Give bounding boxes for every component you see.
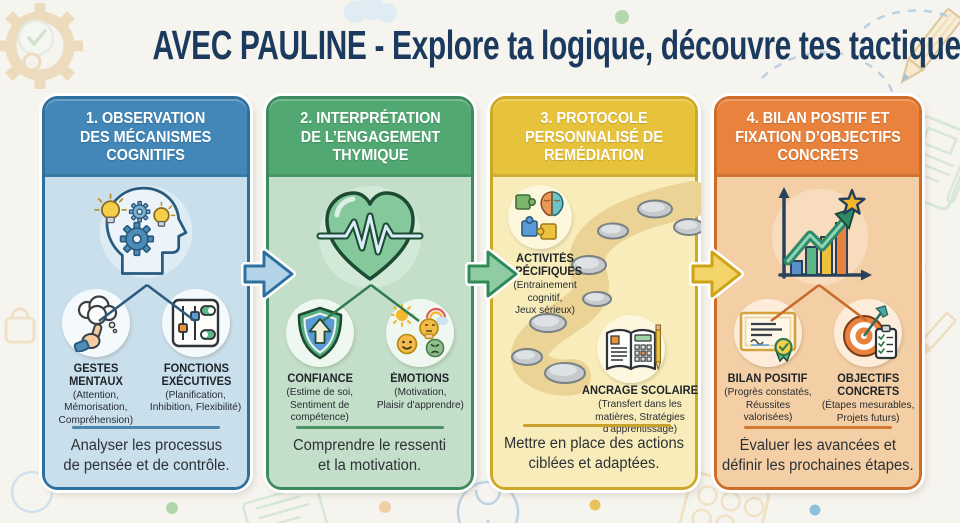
panel1-item-gestes: GESTES MENTAUX (Attention, Mémorisation,…: [47, 288, 145, 427]
tan-dot: [379, 501, 391, 513]
panel4-item1-title: BILAN POSITIF: [728, 373, 808, 385]
panel-protocole: 3. PROTOCOLE PERSONNALISÉ DE REMÉDIATION: [490, 96, 701, 490]
panel2-item-confiance: CONFIANCE (Estime de soi, Sentiment de c…: [271, 299, 369, 424]
cloud-doodle: [344, 0, 397, 23]
thought-cloud-hand-icon: [62, 288, 130, 357]
thought-cloud-hand-glyph: [73, 295, 118, 352]
panel2-divider: [296, 426, 444, 429]
puzzle-brain-glyph: [515, 191, 564, 240]
panel2-item1-detail: (Estime de soi, Sentiment de compétence): [286, 386, 354, 423]
notepad-doodle: [242, 483, 330, 523]
head-gears-lightbulbs-icon: [94, 185, 193, 279]
blue-dot: [809, 504, 821, 516]
panel4-sub-row: BILAN POSITIF (Progrès constatés, Réussi…: [717, 299, 919, 424]
padlock-doodle: [4, 307, 36, 344]
sliders-icon: [162, 288, 230, 357]
panel2-body: CONFIANCE (Estime de soi, Sentiment de c…: [269, 177, 471, 487]
panel-interpretation: 2. INTERPRÉTATION DE L’ENGAGEMENT THYMIQ…: [266, 96, 474, 490]
panel4-item1-detail: (Progrès constatés, Réussites valorisées…: [724, 386, 812, 423]
panel1-sub-row: GESTES MENTAUX (Attention, Mémorisation,…: [45, 288, 247, 427]
certificate-medal-icon: [734, 299, 802, 367]
panel3-item2-detail: (Transfert dans les matières, Stratégies…: [595, 398, 685, 435]
pencil-doodle: [900, 8, 960, 85]
panel2-item2-title: ÉMOTIONS: [390, 373, 450, 385]
target-checklist-icon: [834, 299, 902, 367]
arrow-step3-to-step4-icon: [689, 248, 744, 300]
panel-observation: 1. OBSERVATION DES MÉCANISMES COGNITIFS: [42, 96, 250, 490]
panel2-sub-row: CONFIANCE (Estime de soi, Sentiment de c…: [269, 299, 471, 424]
emotion-faces-icon: [386, 299, 454, 367]
book-calculator-icon: [597, 315, 665, 383]
panel4-divider: [744, 426, 892, 429]
circle-doodle: [10, 470, 54, 514]
gold-dot: [589, 499, 601, 511]
panel3-header: 3. PROTOCOLE PERSONNALISÉ DE REMÉDIATION: [493, 99, 695, 177]
emotion-faces-glyph: [391, 304, 449, 358]
panel3-header-label: 3. PROTOCOLE PERSONNALISÉ DE REMÉDIATION: [525, 110, 663, 165]
panel3-summary: Mettre en place des actions ciblées et a…: [503, 435, 685, 472]
panel4-item2-title: OBJECTIFS CONCRETS: [837, 373, 899, 398]
heart-pulse-icon: [316, 186, 424, 288]
panel1-item2-detail: (Planification, Inhibition, Flexibilité): [150, 388, 242, 414]
panel1-item1-title: GESTES MENTAUX: [69, 362, 123, 388]
panel1-body: GESTES MENTAUX (Attention, Mémorisation,…: [45, 177, 247, 487]
panel2-summary: Comprendre le ressenti et la motivation.: [293, 437, 447, 474]
sliders-glyph: [171, 298, 220, 347]
panel4-header: 4. BILAN POSITIF ET FIXATION D’OBJECTIFS…: [717, 99, 919, 177]
book-calculator-glyph: [605, 324, 661, 371]
panel1-summary: Analyser les processus de pensée et de c…: [62, 437, 230, 474]
panel1-divider: [72, 426, 220, 429]
panel2-header-label: 2. INTERPRÉTATION DE L’ENGAGEMENT THYMIQ…: [299, 110, 441, 165]
panel3-body: ACTIVITÉS SPÉCIFIQUES (Entrainement cogn…: [493, 177, 701, 487]
panel3-item1-detail: (Entrainement cognitif, Jeux sérieux): [513, 279, 577, 316]
panel1-header: 1. OBSERVATION DES MÉCANISMES COGNITIFS: [45, 99, 247, 177]
green-dot-2: [166, 502, 178, 514]
panel1-item2-title: FONCTIONS EXÉCUTIVES: [161, 362, 231, 388]
panel2-item-emotions: ÉMOTIONS (Motivation, Plaisir d'apprendr…: [371, 299, 469, 424]
panel1-item1-detail: (Attention, Mémorisation, Compréhension): [58, 388, 134, 426]
panel3-item2-title: ANCRAGE SCOLAIRE: [582, 385, 698, 397]
panel4-item-bilan: BILAN POSITIF (Progrès constatés, Réussi…: [719, 299, 817, 424]
panel3-item-ancrage: ANCRAGE SCOLAIRE (Transfert dans les mat…: [579, 385, 701, 436]
shield-arrow-glyph: [297, 306, 343, 360]
target-checklist-glyph: [843, 305, 898, 360]
panel3-item-activites: ACTIVITÉS SPÉCIFIQUES (Entrainement cogn…: [493, 253, 597, 317]
stepping-stones-path-icon: [511, 181, 701, 396]
arrow-step2-to-step3-icon: [465, 248, 520, 300]
growth-chart-star-icon: [772, 187, 872, 285]
panel2-item2-detail: (Motivation, Plaisir d'apprendre): [376, 386, 464, 411]
panel3-item1-title: ACTIVITÉS SPÉCIFIQUES: [507, 253, 583, 278]
page-title-wrap: AVEC PAULINE - Explore ta logique, décou…: [0, 22, 960, 69]
panel1-header-label: 1. OBSERVATION DES MÉCANISMES COGNITIFS: [80, 110, 212, 165]
gear-check-doodle: [0, 3, 83, 89]
panel3-divider: [523, 424, 671, 427]
panel1-item-fonctions: FONCTIONS EXÉCUTIVES (Planification, Inh…: [147, 288, 245, 427]
panel2-item1-title: CONFIANCE: [287, 373, 353, 385]
arrow-step1-to-step2-icon: [241, 248, 296, 300]
panel2-header: 2. INTERPRÉTATION DE L’ENGAGEMENT THYMIQ…: [269, 99, 471, 177]
dashed-path2-doodle: [863, 9, 953, 29]
panel4-header-label: 4. BILAN POSITIF ET FIXATION D’OBJECTIFS…: [735, 110, 901, 165]
panel4-item-objectifs: OBJECTIFS CONCRETS (Étapes mesurables, P…: [819, 299, 917, 424]
panel4-body: BILAN POSITIF (Progrès constatés, Réussi…: [717, 177, 919, 487]
shield-arrow-icon: [286, 299, 354, 367]
puzzle-brain-icon: [508, 185, 572, 249]
page-title: AVEC PAULINE - Explore ta logique, décou…: [152, 22, 960, 68]
certificate-medal-glyph: [739, 311, 797, 363]
panel4-item2-detail: (Étapes mesurables, Projets futurs): [821, 399, 915, 424]
panel-bilan: 4. BILAN POSITIF ET FIXATION D’OBJECTIFS…: [714, 96, 922, 490]
panel4-summary: Évaluer les avancées et définir les proc…: [722, 437, 914, 474]
green-dot: [615, 10, 629, 24]
